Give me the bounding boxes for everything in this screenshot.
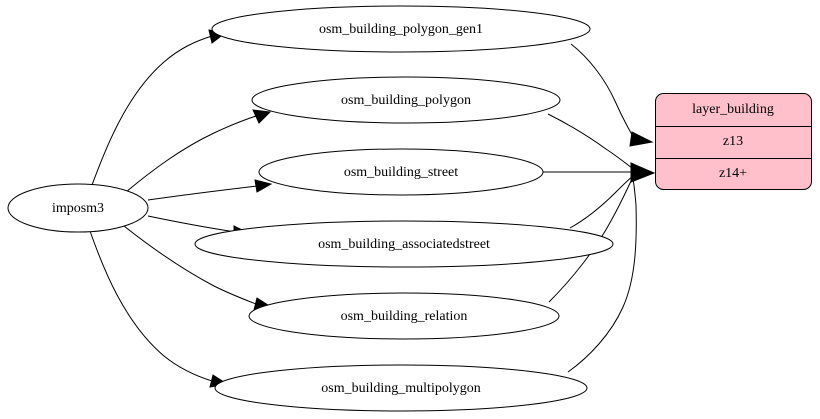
edge-associatedstreet-to-z14plus [569,174,635,229]
node-osm-building-associatedstreet-label: osm_building_associatedstreet [318,237,490,252]
node-osm-building-polygon-label: osm_building_polygon [341,93,471,108]
node-osm-building-relation[interactable]: osm_building_relation [248,292,560,340]
node-osm-building-associatedstreet-shape[interactable] [194,220,614,268]
node-osm-building-polygon[interactable]: osm_building_polygon [251,76,561,124]
node-osm-building-street-shape[interactable] [258,148,544,196]
layer-building-row-z13-label: z13 [723,134,743,149]
edge-imposm3-to-polygon [125,115,257,193]
layer-building-row-header-label: layer_building [692,102,774,117]
edge-group-tables-to-layer [543,43,656,373]
node-osm-building-multipolygon[interactable]: osm_building_multipolygon [214,364,588,412]
node-osm-building-polygon-gen1[interactable]: osm_building_polygon_gen1 [211,5,591,53]
layer-building-box[interactable] [655,93,812,190]
edge-polygon-gen1-to-z13 [570,43,635,139]
node-osm-building-street-label: osm_building_street [344,165,458,180]
node-osm-building-associatedstreet[interactable]: osm_building_associatedstreet [194,220,614,268]
arrowhead-polygon [252,109,272,124]
node-osm-building-polygon-gen1-label: osm_building_polygon_gen1 [319,22,483,37]
node-osm-building-relation-label: osm_building_relation [341,309,468,324]
node-imposm3-shape[interactable] [7,183,149,233]
node-group: imposm3 osm_building_polygon_gen1 osm_bu… [7,5,614,412]
node-osm-building-street[interactable]: osm_building_street [258,148,544,196]
edge-imposm3-to-street [147,185,258,201]
node-osm-building-polygon-gen1-shape[interactable] [211,5,591,53]
layer-building-row-z14plus-label: z14+ [719,166,747,181]
node-osm-building-relation-shape[interactable] [248,292,560,340]
node-layer-building[interactable]: layer_building z13 z14+ [655,93,812,190]
edge-imposm3-to-associatedstreet [147,215,237,233]
node-osm-building-polygon-shape[interactable] [251,76,561,124]
node-osm-building-multipolygon-label: osm_building_multipolygon [321,381,480,396]
edge-multipolygon-to-z14plus [567,177,637,373]
node-imposm3-label: imposm3 [52,201,104,216]
arrowhead-street [254,179,273,193]
edge-polygon-to-z14plus [547,113,633,169]
arrowhead-z13 [629,131,654,147]
edge-imposm3-to-relation [123,225,257,305]
arrowhead-z14plus [630,162,656,183]
edge-relation-to-z14plus [548,176,634,303]
node-imposm3[interactable]: imposm3 [7,183,149,233]
edge-imposm3-to-polygon-gen1 [91,35,213,186]
node-osm-building-multipolygon-shape[interactable] [214,364,588,412]
edge-imposm3-to-multipolygon [89,230,213,382]
